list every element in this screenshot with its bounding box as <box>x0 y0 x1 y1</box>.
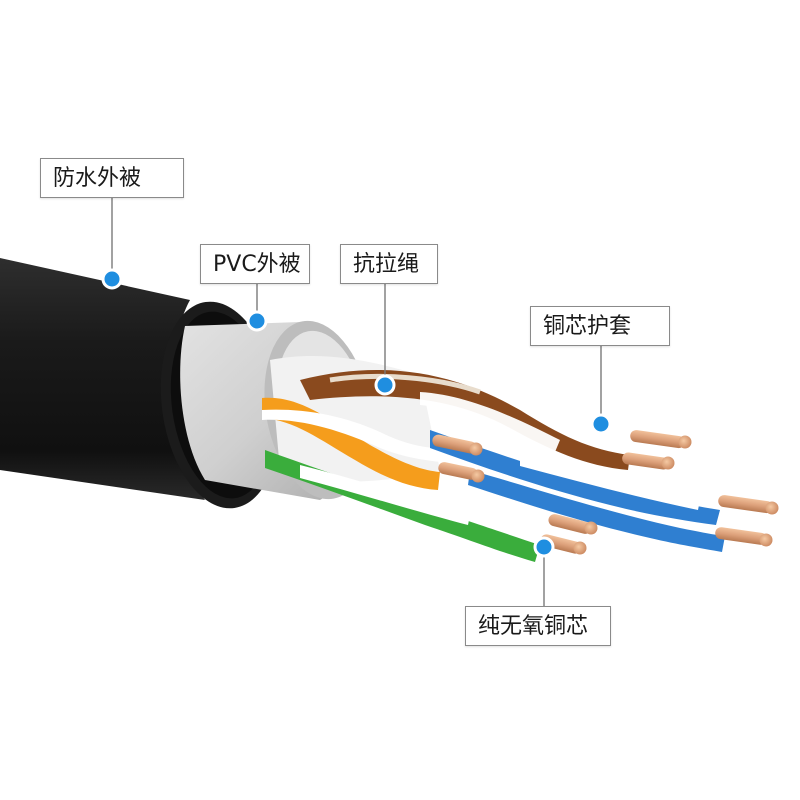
label-copper-sheath: 铜芯护套 <box>530 306 670 346</box>
marker-dot-icon <box>533 536 555 558</box>
label-pvc-jacket: PVC外被 <box>200 244 310 284</box>
copper-wires <box>432 430 779 555</box>
marker-dots <box>101 268 612 558</box>
marker-dot-icon <box>590 413 612 435</box>
waterproof-jacket-body <box>0 258 205 500</box>
ripcord <box>329 373 481 395</box>
marker-dot-icon <box>101 268 123 290</box>
marker-dot-icon <box>246 310 268 332</box>
label-ripcord: 抗拉绳 <box>340 244 438 284</box>
blue-pair <box>430 430 720 525</box>
label-oxygen-free-copper: 纯无氧铜芯 <box>465 606 611 646</box>
label-waterproof-jacket: 防水外被 <box>40 158 184 198</box>
marker-dot-icon <box>374 374 396 396</box>
